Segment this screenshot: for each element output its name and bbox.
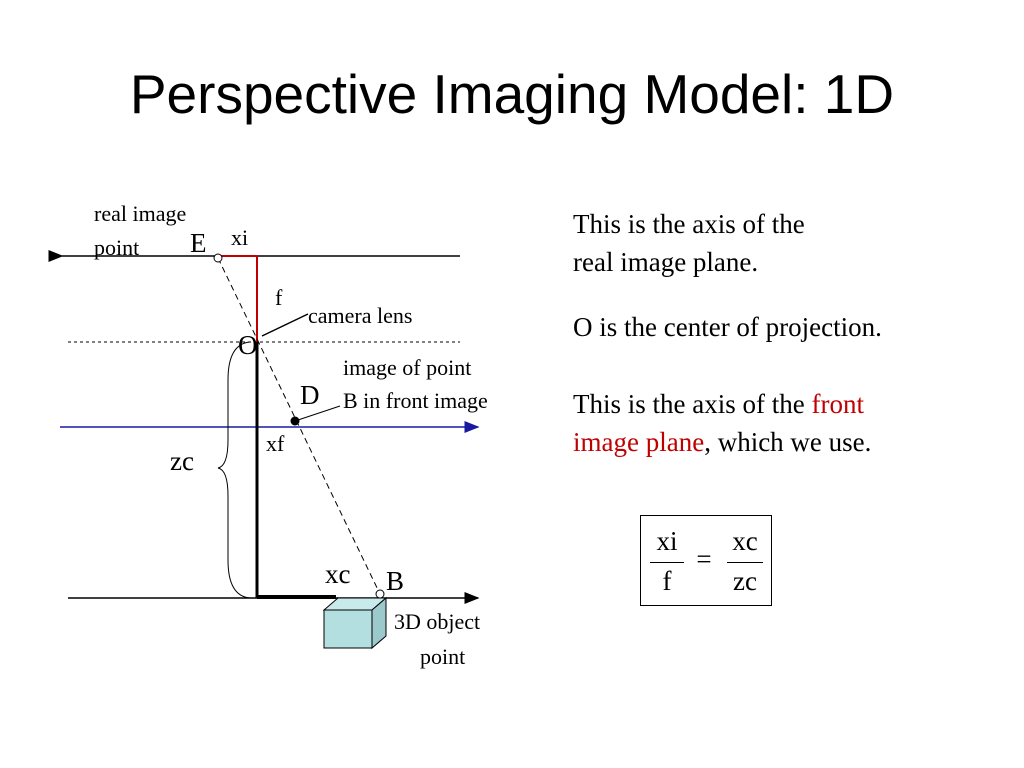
note-front-axis: This is the axis of the front image plan… (573, 385, 871, 461)
point-b-marker (375, 589, 385, 599)
note-front-red2: image plane (573, 427, 705, 457)
label-O: O (238, 330, 258, 360)
label-f: f (275, 285, 283, 310)
note-real-axis-line1: This is the axis of the (573, 209, 805, 239)
slide-title: Perspective Imaging Model: 1D (129, 63, 895, 125)
eq-left-fraction-bar (650, 562, 684, 563)
projection-ray (217, 257, 381, 595)
equation-box: xi f = xc zc (640, 515, 772, 606)
note-real-axis-line2: real image plane. (573, 247, 759, 277)
image-point-pointer (297, 405, 341, 421)
eq-left-numerator: xi (656, 526, 678, 556)
label-real-image-1: real image (94, 201, 186, 226)
note-front-red1: front (811, 389, 864, 419)
note-front-axis-line1: This is the axis of the front (573, 385, 871, 423)
eq-right-denominator: zc (733, 566, 757, 596)
point-d-marker (290, 416, 300, 426)
zc-brace (217, 341, 251, 599)
label-object-point-1: 3D object (394, 609, 480, 634)
note-real-axis: This is the axis of the real image plane… (573, 205, 805, 281)
object-cube (322, 596, 388, 650)
point-e-marker (213, 253, 223, 263)
label-zc: zc (170, 446, 194, 476)
eq-right-fraction-bar (727, 562, 763, 563)
note-front-text1: This is the axis of the (573, 389, 812, 419)
label-E: E (190, 228, 207, 258)
label-image-of-point-1: image of point (343, 355, 471, 380)
eq-left-denominator: f (662, 566, 672, 596)
eq-right-numerator: xc (732, 526, 758, 556)
label-real-image-2: point (94, 235, 139, 260)
label-image-of-point-2: B in front image (343, 388, 488, 413)
label-xc: xc (325, 559, 351, 589)
note-center: O is the center of projection. (573, 312, 882, 342)
note-front-text2: , which we use. (704, 427, 872, 457)
camera-lens-pointer (261, 313, 309, 337)
label-xi: xi (231, 225, 248, 250)
eq-equals: = (696, 544, 712, 574)
label-B: B (386, 566, 404, 596)
label-object-point-2: point (420, 644, 465, 669)
label-xf: xf (266, 431, 285, 456)
label-camera-lens: camera lens (308, 303, 412, 328)
label-D: D (300, 380, 320, 410)
note-front-axis-line2: image plane, which we use. (573, 423, 871, 461)
